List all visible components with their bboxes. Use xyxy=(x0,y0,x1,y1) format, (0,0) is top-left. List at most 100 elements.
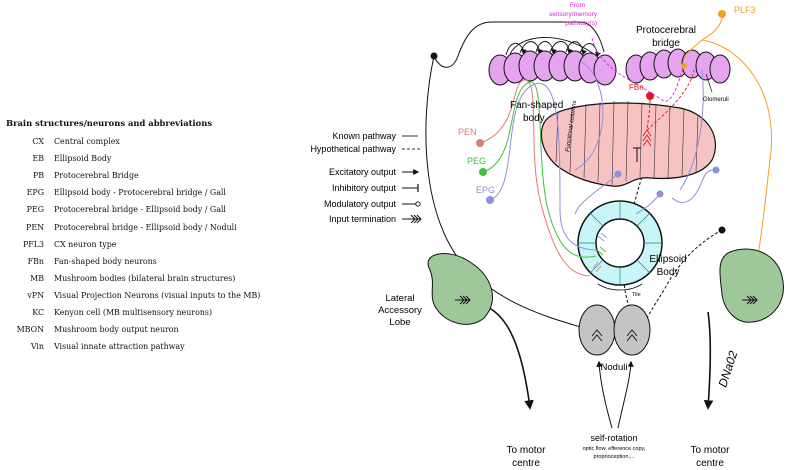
abbreviation-key: PB xyxy=(32,171,44,181)
motor-centre-right-1: To motor xyxy=(691,445,731,456)
ellipsoid-body-tiles xyxy=(578,201,662,285)
legend-input-termination-symbol xyxy=(402,214,422,224)
abbreviation-definition: Protocerebral bridge - Ellipsoid body / … xyxy=(54,205,226,215)
lateral-accessory-lobe-label-1: Lateral xyxy=(385,293,414,304)
glomeruli-pointer xyxy=(705,73,713,93)
abbreviation-row: CX Central complex xyxy=(6,133,260,150)
plf3-pb-dot xyxy=(681,63,687,69)
nodulus-right-termination xyxy=(626,329,638,342)
epg-neuron xyxy=(486,61,604,251)
abbreviation-key: EPG xyxy=(26,188,44,198)
from-label-line2: sensory/memory xyxy=(549,11,598,18)
fb-local-markers xyxy=(633,147,641,162)
self-rotation-inputs xyxy=(596,360,634,429)
from-label-line1: From xyxy=(570,2,585,9)
lateral-accessory-lobe-label-3: Lobe xyxy=(389,317,410,328)
abbreviation-definition: Mushroom bodies (bilateral brain structu… xyxy=(54,273,236,283)
abbreviation-key: EB xyxy=(32,154,44,164)
left-loop-top xyxy=(433,21,605,68)
fbn-dot xyxy=(646,92,654,100)
motor-centre-left-2: centre xyxy=(512,458,540,469)
epg-path xyxy=(489,82,599,251)
from-label-line3: pathway(s) xyxy=(565,20,597,27)
fbn-label: FBn xyxy=(629,83,644,92)
pen-label: PEN xyxy=(458,127,477,137)
legend-known-pathway: Known pathway xyxy=(332,131,396,141)
abbreviation-row: PEG Protocerebral bridge - Ellipsoid body… xyxy=(6,201,260,218)
legend-excitatory-output: Excitatory output xyxy=(329,167,397,177)
abbreviation-definition: Protocerebral bridge - Ellipsoid body / … xyxy=(54,222,237,232)
self-rotation-sub-1: optic flow, efference copy, xyxy=(583,446,646,452)
right-hypothetical-loop xyxy=(641,226,726,327)
fbn-dashed xyxy=(646,99,651,131)
abbreviation-definition: Visual Projection Neurons (visual inputs… xyxy=(54,290,261,300)
legend-inhibitory-output: Inhibitory output xyxy=(332,183,397,193)
dna02-input-termination xyxy=(742,295,758,305)
sensory-memory-dashed xyxy=(591,37,685,102)
right-loop-dashed xyxy=(641,229,723,327)
abbreviation-definition: Protocerebral Bridge xyxy=(54,171,139,181)
pb-left-half xyxy=(488,50,617,86)
right-purple-neurons xyxy=(574,69,720,215)
abbreviation-definition: Central complex xyxy=(54,137,120,147)
abbreviation-row: FBn Fan-shaped body neurons xyxy=(6,253,260,270)
tile-label: Tile xyxy=(632,292,641,298)
abbreviation-row: Vin Visual innate attraction pathway xyxy=(6,338,260,355)
abbreviation-row: PFL3 CX neuron type xyxy=(6,236,260,253)
abbreviation-key: PEG xyxy=(26,205,44,215)
abbreviation-key: Vin xyxy=(30,342,44,352)
abbreviation-key: FBn xyxy=(27,256,44,266)
fbn-pathway xyxy=(646,69,695,131)
abbreviation-panel: Brain structures/neurons and abbreviatio… xyxy=(6,118,306,355)
ellipsoid-body-label-1: Ellipsoid xyxy=(649,254,686,265)
abbreviation-key: MB xyxy=(30,273,44,283)
noduli-label: Noduli xyxy=(601,362,628,373)
abbreviation-key: PFL3 xyxy=(22,239,44,249)
lal-input-termination xyxy=(455,295,471,305)
pen-neuron xyxy=(476,79,591,277)
lateral-accessory-lobe-label-2: Accessory xyxy=(378,305,422,316)
tile-bracket xyxy=(597,283,643,291)
pen-path xyxy=(479,79,591,277)
legend-modulatory-circle xyxy=(415,201,421,207)
abbreviation-definition: Ellipsoid Body xyxy=(54,154,112,164)
abbreviation-key: CX xyxy=(32,137,44,147)
fbn-to-pb-dashed xyxy=(646,69,695,131)
dna02-lobe xyxy=(719,248,784,323)
abbreviation-key: vPN xyxy=(27,290,44,300)
fan-shaped-body-label-2: body xyxy=(523,113,545,124)
fan-shaped-body-label-1: Fan-shaped xyxy=(510,100,563,111)
peg-neuron xyxy=(479,81,597,258)
protocerebral-bridge-label-1: Protocerebral xyxy=(636,25,696,36)
ellipsoid-body-hole xyxy=(595,218,645,268)
pb-right-half xyxy=(625,48,731,84)
abbreviation-key: PEN xyxy=(26,222,44,232)
peg-label: PEG xyxy=(467,156,486,166)
legend-input-termination: Input termination xyxy=(329,214,396,224)
plf3-label: PLF3 xyxy=(734,5,756,15)
noduli xyxy=(578,304,651,356)
abbreviation-definition: Kenyon cell (MB multisensory neurons) xyxy=(54,307,213,317)
motor-centre-left-1: To motor xyxy=(507,445,547,456)
diagram-labels: From sensory/memory pathway(s) Protocere… xyxy=(378,2,755,469)
right-motor-outflow xyxy=(703,311,714,410)
abbreviation-definition: Fan-shaped body neurons xyxy=(54,256,157,266)
glomeruli-label: Glomeruli xyxy=(703,97,729,103)
pathway-legend: Known pathway Hypothetical pathway Excit… xyxy=(310,131,422,224)
abbreviation-key: MBON xyxy=(16,325,44,335)
abbreviation-row: vPN Visual Projection Neurons (visual inp… xyxy=(6,287,260,304)
fan-shaped-body xyxy=(540,102,716,187)
protocerebral-bridge-label-2: bridge xyxy=(652,38,680,49)
peg-path xyxy=(482,81,597,258)
abbreviation-definition: Ellipsoid body - Protocerebral bridge / … xyxy=(54,188,226,198)
abbreviation-row: EB Ellipsoid Body xyxy=(6,150,260,167)
ellipsoid-body-label-2: Body xyxy=(657,267,680,278)
abbreviation-definition: Visual innate attraction pathway xyxy=(54,342,185,352)
abbreviation-definition: CX neuron type xyxy=(54,239,117,249)
epg-upper-branch xyxy=(574,61,604,171)
eb-input-terminations xyxy=(592,232,608,273)
abbreviation-row: PEN Protocerebral bridge - Ellipsoid body… xyxy=(6,218,260,235)
